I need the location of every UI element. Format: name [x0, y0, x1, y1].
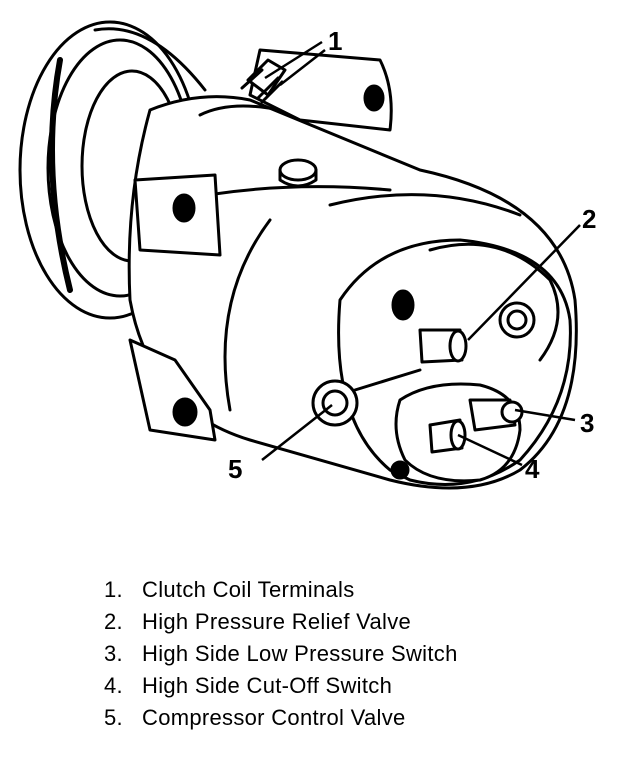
callout-4: 4 — [525, 454, 540, 484]
legend-item: 1. Clutch Coil Terminals — [104, 574, 458, 606]
bottom-mounting-bracket — [128, 338, 217, 442]
leader-lines — [261, 40, 581, 467]
callout-3: 3 — [580, 408, 594, 438]
callout-5: 5 — [228, 454, 242, 484]
leader-line-4 — [457, 433, 523, 467]
oil-fill-plug — [278, 158, 318, 188]
legend-number: 2. — [104, 609, 123, 634]
legend-number: 4. — [104, 673, 123, 698]
callout-2: 2 — [582, 204, 596, 234]
high-side-low-pressure-switch — [468, 398, 524, 432]
legend-item: 2. High Pressure Relief Valve — [104, 606, 458, 638]
legend-item: 5. Compressor Control Valve — [104, 702, 458, 734]
leader-line-1b — [279, 49, 326, 86]
leader-line-1 — [264, 40, 323, 80]
legend-item: 4. High Side Cut-Off Switch — [104, 670, 458, 702]
legend-text: Clutch Coil Terminals — [142, 577, 355, 602]
legend-number: 5. — [104, 705, 123, 730]
legend-number: 3. — [104, 641, 123, 666]
left-mounting-ear — [133, 173, 222, 257]
compressor-control-valve — [311, 379, 359, 427]
callout-1: 1 — [328, 26, 342, 56]
legend-text: Compressor Control Valve — [142, 705, 406, 730]
legend-number: 1. — [104, 577, 123, 602]
refrigerant-passage — [353, 368, 422, 392]
mounting-hole — [391, 289, 415, 321]
legend-text: High Side Low Pressure Switch — [142, 641, 458, 666]
legend-text: High Pressure Relief Valve — [142, 609, 412, 634]
legend-text: High Side Cut-Off Switch — [142, 673, 393, 698]
leader-line-3 — [514, 408, 576, 422]
leader-line-2 — [467, 224, 581, 341]
legend-list: 1. Clutch Coil Terminals 2. High Pressure … — [104, 574, 458, 734]
compressor-diagram: 1 2 3 4 5 — [18, 20, 596, 490]
legend-item: 3. High Side Low Pressure Switch — [104, 638, 458, 670]
high-pressure-relief-valve — [418, 328, 468, 364]
leader-line-5 — [261, 404, 333, 461]
